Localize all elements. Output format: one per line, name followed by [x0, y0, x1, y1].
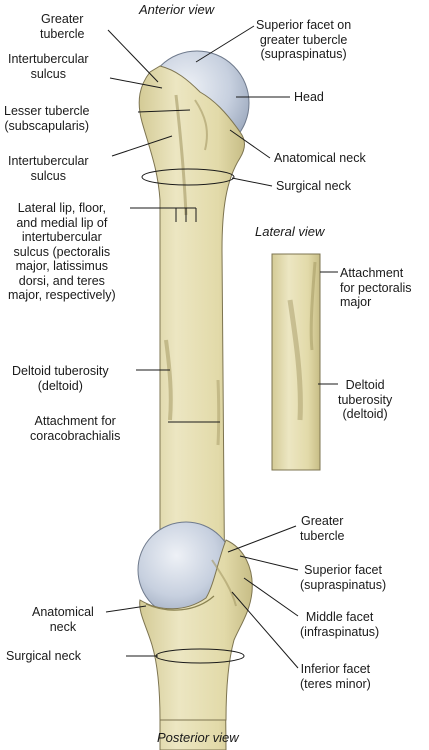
- lateral-humerus: [271, 253, 321, 471]
- label-intertubercular-sulcus-lower: Intertubercular sulcus: [8, 154, 89, 183]
- view-title-posterior: Posterior view: [157, 730, 239, 745]
- leader-greater-tubercle: [107, 29, 159, 83]
- leader-greater-tubercle-posterior: [227, 525, 297, 553]
- label-coracobrachialis: Attachment for coracobrachialis: [30, 414, 121, 443]
- label-deltoid-tuberosity-anterior: Deltoid tuberosity (deltoid): [12, 364, 109, 393]
- leader-surgical-neck-anterior: [231, 177, 273, 187]
- view-title-lateral: Lateral view: [255, 224, 325, 239]
- leader-anatomical-neck-posterior: [105, 605, 147, 613]
- label-surgical-neck-anterior: Surgical neck: [276, 179, 352, 193]
- label-greater-tubercle: Greater tubercle: [40, 12, 85, 41]
- leader-anatomical-neck-anterior: [229, 129, 271, 159]
- leader-intertubercular-lower: [111, 135, 173, 157]
- label-anatomical-neck-posterior: Anatomical neck: [32, 605, 94, 634]
- view-title-anterior: Anterior view: [139, 2, 215, 17]
- label-intertubercular-sulcus-upper: Intertubercular sulcus: [8, 52, 89, 81]
- label-surgical-neck-posterior: Surgical neck: [6, 649, 82, 663]
- posterior-proximal-shaft: [139, 539, 253, 721]
- leader-lines: [105, 25, 338, 669]
- label-anatomical-neck-anterior: Anatomical neck: [274, 151, 366, 165]
- label-pectoralis-major: Attachment for pectoralis major: [340, 266, 412, 309]
- lateral-pectoralis-mark: [309, 261, 317, 351]
- leader-superior-facet-posterior: [239, 555, 299, 571]
- label-lesser-tubercle: Lesser tubercle (subscapularis): [4, 104, 90, 133]
- leader-middle-facet: [243, 577, 299, 617]
- leader-inferior-facet: [231, 591, 299, 669]
- anterior-deltoid-tuberosity: [164, 339, 173, 421]
- leader-superior-facet-anterior: [195, 25, 255, 63]
- anterior-surgical-neck-ring: [141, 168, 235, 186]
- label-superior-facet-posterior: Superior facet (supraspinatus): [300, 563, 387, 592]
- label-superior-facet-anterior: Superior facet on greater tubercle (supr…: [256, 18, 352, 61]
- leader-intertubercular-upper: [109, 77, 163, 89]
- anterior-coracobrachialis-mark: [216, 379, 221, 446]
- label-deltoid-tuberosity-lateral: Deltoid tuberosity (deltoid): [338, 378, 393, 421]
- posterior-humerus: [137, 521, 253, 721]
- anterior-lesser-tubercle: [194, 99, 208, 151]
- posterior-anatomical-neck-line: [145, 595, 215, 611]
- posterior-facet-line: [211, 559, 237, 607]
- label-head: Head: [294, 90, 324, 104]
- lateral-deltoid-mark: [287, 299, 303, 421]
- anterior-intertubercular-groove: [174, 94, 188, 216]
- label-middle-facet: Middle facet (infraspinatus): [300, 610, 380, 639]
- leader-lesser-tubercle: [137, 109, 191, 113]
- label-greater-tubercle-posterior: Greater tubercle: [300, 514, 345, 543]
- label-lips-floor: Lateral lip, floor, and medial lip of in…: [8, 201, 116, 302]
- label-inferior-facet: Inferior facet (teres minor): [300, 662, 371, 691]
